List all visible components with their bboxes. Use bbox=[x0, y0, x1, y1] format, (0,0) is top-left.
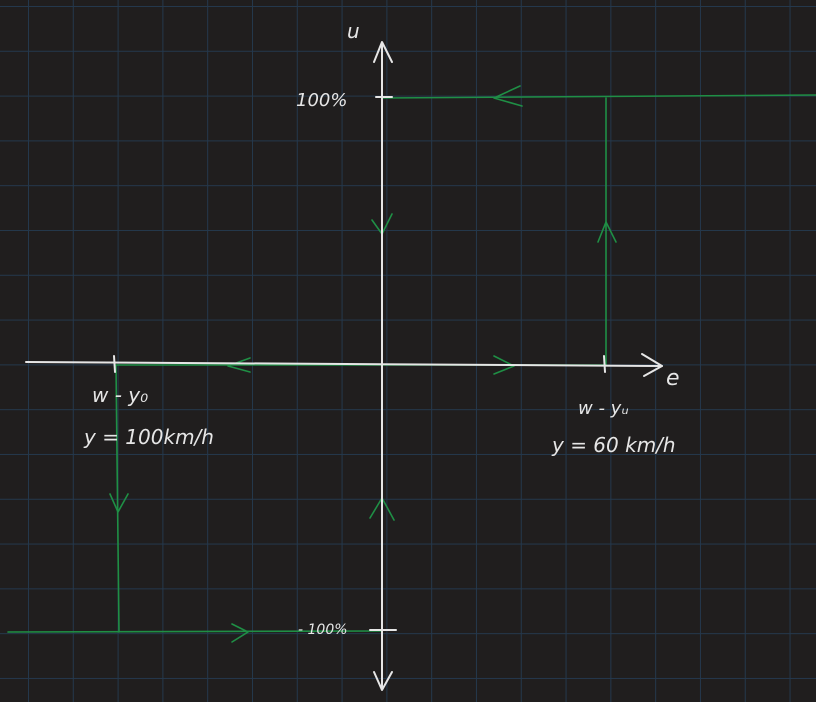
right-switch-speed: y = 60 km/h bbox=[551, 433, 676, 457]
vertical-axis-arrow-top-icon bbox=[373, 41, 393, 63]
upper-level-line bbox=[381, 94, 816, 99]
labels: u e 100% - 100% w - y₀ y = 100km/h w - y… bbox=[83, 19, 680, 638]
upper-level-label: 100% bbox=[296, 90, 347, 111]
horizontal-axis-label: e bbox=[666, 366, 680, 391]
horizontal-axis bbox=[25, 361, 663, 367]
arrow-upper-left-icon bbox=[493, 85, 523, 107]
lower-level-line bbox=[7, 630, 383, 633]
left-switch-speed: y = 100km/h bbox=[83, 425, 214, 449]
arrow-lower-right-icon bbox=[231, 623, 249, 643]
right-switch-tick bbox=[603, 355, 606, 373]
arrow-right-up-icon bbox=[597, 221, 617, 243]
arrow-center-left-icon bbox=[227, 357, 251, 373]
left-switch-label: w - y₀ bbox=[92, 383, 148, 407]
vertical-axis-arrow-bottom-icon bbox=[373, 671, 393, 691]
right-switch-label: w - yᵤ bbox=[578, 398, 629, 419]
lower-level-label: - 100% bbox=[298, 622, 348, 638]
arrow-left-down-icon bbox=[109, 493, 129, 513]
left-switch-vertical bbox=[115, 365, 120, 633]
axes bbox=[25, 41, 663, 691]
horizontal-axis-arrow-icon bbox=[641, 353, 663, 377]
left-switch-tick bbox=[113, 355, 116, 373]
vertical-axis-label: u bbox=[347, 19, 360, 43]
